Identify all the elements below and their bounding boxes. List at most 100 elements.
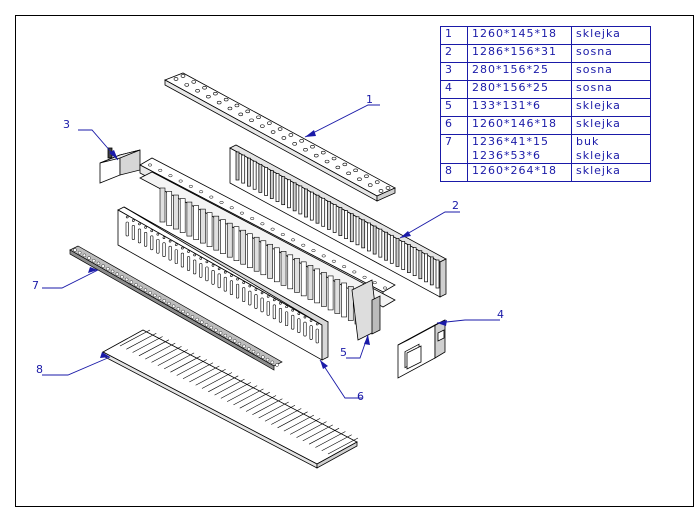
board-slot xyxy=(137,228,142,244)
bottom-slat xyxy=(308,427,340,445)
strip-hole xyxy=(265,357,270,362)
part-number: 5 xyxy=(440,98,468,117)
board-hole xyxy=(205,260,209,264)
pallet xyxy=(314,268,320,304)
board-hole xyxy=(310,145,315,149)
part-material: sosna xyxy=(571,62,651,81)
part-6-front-board xyxy=(117,206,329,361)
strip-hole xyxy=(139,285,143,290)
pallet xyxy=(341,282,347,318)
chassis-hole xyxy=(372,281,377,285)
board-slot xyxy=(248,290,252,306)
chassis-hole xyxy=(311,249,316,253)
board-hole xyxy=(353,168,358,173)
board-hole xyxy=(292,142,297,146)
board-hole xyxy=(187,250,190,253)
board-hole xyxy=(357,177,362,181)
strip-hole xyxy=(115,272,119,276)
part-number-text: 5 xyxy=(445,99,453,112)
board-hole xyxy=(270,130,276,134)
part-material-text: sosna xyxy=(576,81,613,94)
board-hole xyxy=(236,277,239,281)
board-hole xyxy=(342,162,348,167)
board-slot xyxy=(125,221,129,237)
chassis-hole xyxy=(239,211,245,215)
board-slot xyxy=(131,225,135,240)
bottom-slat xyxy=(233,388,264,406)
board-hole xyxy=(277,127,283,131)
part-dimensions-text: 280*156*25 xyxy=(472,63,549,76)
chassis-hole xyxy=(331,259,336,263)
strip-hole xyxy=(218,331,223,335)
bottom-slat xyxy=(264,405,296,422)
part-dimensions: 1260*145*18 xyxy=(467,26,572,45)
board-hole xyxy=(223,270,227,274)
bottom-slat xyxy=(290,418,321,435)
bottom-slat xyxy=(239,391,270,409)
part-4-side-bracket xyxy=(397,319,446,379)
board-hole xyxy=(162,236,166,240)
board-slot xyxy=(199,263,203,278)
rail-tooth xyxy=(258,163,263,193)
strip-hole xyxy=(190,315,195,319)
rail-tooth xyxy=(269,170,274,199)
board-hole xyxy=(174,243,178,246)
part-dimensions: 1260*264*18 xyxy=(467,163,572,182)
rail-tooth xyxy=(429,256,434,286)
board-hole xyxy=(144,226,147,229)
pallet xyxy=(220,219,226,254)
part-number-text: 8 xyxy=(445,164,453,177)
callout-4: 4 xyxy=(497,308,504,321)
chassis-hole xyxy=(188,184,193,188)
rail-tooth xyxy=(264,167,268,196)
bottom-slat xyxy=(176,359,207,376)
board-hole xyxy=(206,94,211,99)
board-hole xyxy=(297,312,301,315)
pallet xyxy=(200,208,206,244)
chassis-hole xyxy=(178,179,183,183)
strip-hole xyxy=(77,250,82,255)
rail-tooth xyxy=(315,194,320,224)
chassis-hole xyxy=(168,174,173,178)
board-hole xyxy=(324,159,330,164)
part-material: sosna xyxy=(571,80,651,99)
board-slot xyxy=(217,273,221,289)
board-hole xyxy=(168,239,172,243)
bottom-slat xyxy=(189,365,220,383)
strip-hole xyxy=(261,355,265,359)
bottom-slat xyxy=(151,346,182,363)
board-hole xyxy=(202,86,207,90)
bottom-slat xyxy=(327,437,359,455)
strip-hole xyxy=(186,312,190,316)
part-dimensions-text-2: 1236*53*6 xyxy=(472,149,541,162)
chassis-hole xyxy=(260,222,265,226)
bottom-slat xyxy=(315,431,346,448)
board-hole xyxy=(181,246,184,250)
board-slot xyxy=(211,270,215,285)
rail-tooth xyxy=(424,253,428,283)
board-hole xyxy=(217,267,221,271)
chassis-hole xyxy=(250,217,255,220)
board-slot xyxy=(229,280,233,295)
rail-tooth xyxy=(298,185,303,215)
rail-tooth xyxy=(418,250,423,280)
board-hole xyxy=(249,118,254,122)
rail-tooth xyxy=(367,222,371,252)
board-hole xyxy=(191,80,197,84)
pallet xyxy=(233,226,240,261)
strip-hole xyxy=(96,261,101,266)
board-slot xyxy=(205,266,209,282)
strip-hole xyxy=(73,248,77,252)
board-hole xyxy=(230,274,233,277)
bottom-slat xyxy=(283,414,315,432)
callout-leaders xyxy=(42,104,500,399)
pallet xyxy=(247,233,253,269)
bottom-slat xyxy=(321,434,352,451)
strip-hole xyxy=(134,283,138,287)
board-hole xyxy=(238,112,244,117)
board-slot xyxy=(162,242,166,258)
board-hole xyxy=(248,284,252,288)
